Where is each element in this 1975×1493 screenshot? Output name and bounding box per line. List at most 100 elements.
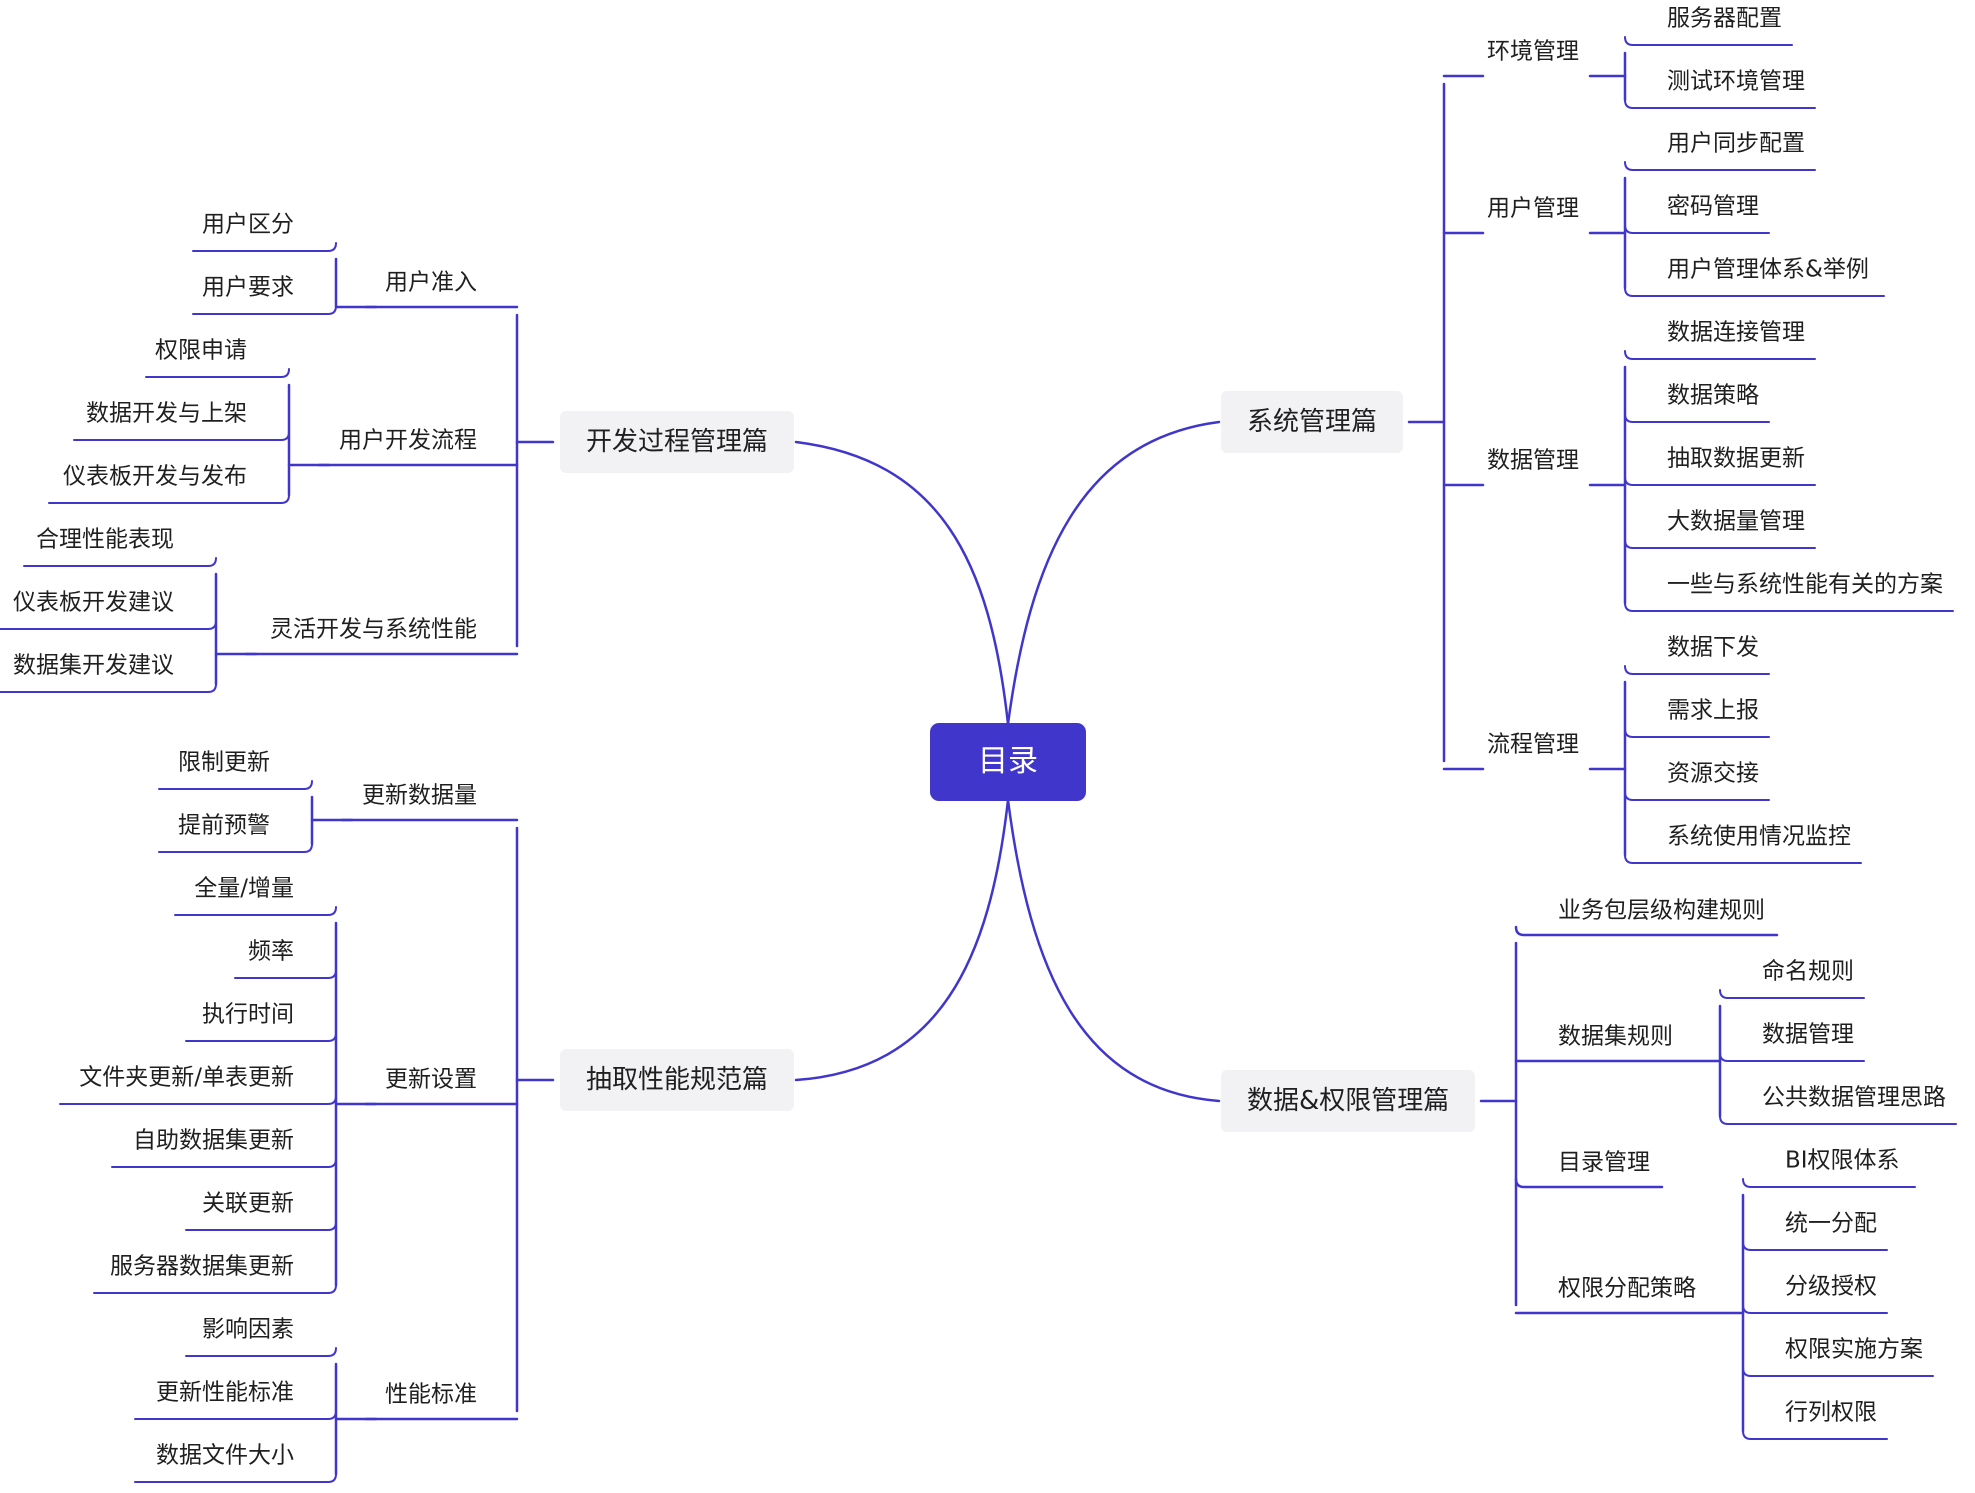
data-sub-3[interactable]: 权限分配策略 (1558, 1275, 1696, 1302)
perf-sub-0[interactable]: 更新数据量 (362, 782, 477, 809)
dev-sub-1[interactable]: 用户开发流程 (339, 427, 477, 454)
data-sub-0[interactable]: 业务包层级构建规则 (1558, 897, 1765, 924)
edge-root-perf (794, 798, 1010, 1082)
data-sub-2[interactable]: 目录管理 (1558, 1149, 1650, 1176)
data-leaf-3-4[interactable]: 行列权限 (1785, 1399, 1877, 1426)
perf-leaf-line-2-2 (134, 1473, 337, 1483)
sys-leaf-line-1-2 (1624, 287, 1885, 297)
data-leaf-line-3-4 (1742, 1430, 1888, 1440)
branch-system-management[interactable]: 系统管理篇 (1221, 391, 1404, 453)
perf-leaf-1-0[interactable]: 全量/增量 (194, 875, 294, 902)
sys-leaf-1-2[interactable]: 用户管理体系&举例 (1667, 256, 1869, 283)
data-leaf-3-0[interactable]: BI权限体系 (1785, 1147, 1900, 1174)
root-node[interactable]: 目录 (930, 723, 1086, 801)
perf-leaf-line-0-0 (158, 780, 313, 790)
edge-root-data (1006, 798, 1221, 1103)
perf-leaf-2-2[interactable]: 数据文件大小 (156, 1442, 294, 1469)
dev-sub-0[interactable]: 用户准入 (385, 269, 477, 296)
perf-leaf-0-0[interactable]: 限制更新 (178, 749, 270, 776)
data-leaf-3-1[interactable]: 统一分配 (1785, 1210, 1877, 1237)
perf-leaf-line-1-2 (185, 1032, 337, 1042)
perf-sub-1[interactable]: 更新设置 (385, 1066, 477, 1093)
dev-leaf-1-2[interactable]: 仪表板开发与发布 (63, 463, 247, 490)
perf-leaf-line-2-1 (134, 1410, 337, 1420)
sys-leaf-0-0[interactable]: 服务器配置 (1667, 5, 1782, 32)
dev-leaf-2-1[interactable]: 仪表板开发建议 (13, 589, 174, 616)
sys-leaf-3-0[interactable]: 数据下发 (1667, 634, 1759, 661)
data-leaf-3-3[interactable]: 权限实施方案 (1785, 1336, 1923, 1363)
data-leaf-line-3-0 (1742, 1178, 1916, 1188)
dev-leaf-0-1[interactable]: 用户要求 (202, 274, 294, 301)
branch-dev-process[interactable]: 开发过程管理篇 (559, 411, 794, 473)
sys-leaf-line-1-0 (1624, 161, 1816, 171)
sys-sub-3[interactable]: 流程管理 (1487, 731, 1579, 758)
data-leaf-line-1-2 (1719, 1115, 1957, 1125)
sys-leaf-1-0[interactable]: 用户同步配置 (1667, 130, 1805, 157)
sys-leaf-2-3[interactable]: 大数据量管理 (1667, 508, 1805, 535)
sys-leaf-3-3[interactable]: 系统使用情况监控 (1667, 823, 1851, 850)
dev-leaf-2-2[interactable]: 数据集开发建议 (13, 652, 174, 679)
sys-leaf-line-2-0 (1624, 350, 1816, 360)
sys-leaf-line-3-1 (1624, 728, 1770, 738)
sys-leaf-3-1[interactable]: 需求上报 (1667, 697, 1759, 724)
sys-leaf-line-2-1 (1624, 413, 1770, 423)
dev-leaf-1-1[interactable]: 数据开发与上架 (86, 400, 247, 427)
perf-leaf-1-1[interactable]: 频率 (248, 938, 294, 965)
sys-leaf-2-1[interactable]: 数据策略 (1667, 382, 1759, 409)
sys-leaf-line-2-3 (1624, 539, 1816, 549)
dev-sub-2[interactable]: 灵活开发与系统性能 (270, 616, 477, 643)
data-leaf-line-3-1 (1742, 1241, 1888, 1251)
perf-leaf-2-0[interactable]: 影响因素 (202, 1316, 294, 1343)
sys-sub-0[interactable]: 环境管理 (1487, 38, 1579, 65)
data-leaf-line-3-3 (1742, 1367, 1934, 1377)
perf-leaf-0-1[interactable]: 提前预警 (178, 812, 270, 839)
sys-leaf-3-2[interactable]: 资源交接 (1667, 760, 1759, 787)
sys-leaf-line-3-2 (1624, 791, 1770, 801)
dev-leaf-line-1-0 (145, 368, 290, 378)
perf-leaf-1-3[interactable]: 文件夹更新/单表更新 (79, 1064, 294, 1091)
perf-leaf-line-0-1 (158, 843, 313, 853)
data-sub-1[interactable]: 数据集规则 (1558, 1023, 1673, 1050)
perf-sub-2[interactable]: 性能标准 (385, 1381, 477, 1408)
perf-leaf-line-1-5 (185, 1221, 337, 1231)
sys-leaf-1-1[interactable]: 密码管理 (1667, 193, 1759, 220)
data-leaf-line-1-0 (1719, 989, 1865, 999)
dev-leaf-line-2-1 (0, 620, 217, 630)
branch-data-permission[interactable]: 数据&权限管理篇 (1221, 1070, 1476, 1132)
dev-leaf-line-0-1 (192, 305, 337, 315)
sys-sub-2[interactable]: 数据管理 (1487, 447, 1579, 474)
perf-leaf-1-5[interactable]: 关联更新 (202, 1190, 294, 1217)
data-leaf-line-3-2 (1742, 1304, 1888, 1314)
edge-data-sub-0 (1514, 925, 1779, 937)
sys-leaf-2-2[interactable]: 抽取数据更新 (1667, 445, 1805, 472)
dev-leaf-1-0[interactable]: 权限申请 (155, 337, 247, 364)
perf-leaf-1-6[interactable]: 服务器数据集更新 (110, 1253, 294, 1280)
sys-leaf-0-1[interactable]: 测试环境管理 (1667, 68, 1805, 95)
edge-data-sub-2 (1514, 1177, 1664, 1189)
dev-leaf-0-0[interactable]: 用户区分 (202, 211, 294, 238)
sys-leaf-2-4[interactable]: 一些与系统性能有关的方案 (1667, 571, 1943, 598)
sys-leaf-line-1-1 (1624, 224, 1770, 234)
perf-leaf-line-1-6 (93, 1284, 337, 1294)
data-leaf-line-1-1 (1719, 1052, 1865, 1062)
perf-leaf-line-1-1 (234, 969, 337, 979)
data-leaf-1-2[interactable]: 公共数据管理思路 (1762, 1084, 1946, 1111)
perf-leaf-2-1[interactable]: 更新性能标准 (156, 1379, 294, 1406)
dev-leaf-line-2-0 (23, 557, 217, 567)
data-leaf-1-0[interactable]: 命名规则 (1762, 958, 1854, 985)
edge-root-dev (794, 440, 1010, 726)
sys-leaf-2-0[interactable]: 数据连接管理 (1667, 319, 1805, 346)
dev-leaf-2-0[interactable]: 合理性能表现 (36, 526, 174, 553)
data-leaf-1-1[interactable]: 数据管理 (1762, 1021, 1854, 1048)
perf-leaf-1-4[interactable]: 自助数据集更新 (133, 1127, 294, 1154)
branch-extract-performance[interactable]: 抽取性能规范篇 (559, 1049, 794, 1111)
sys-leaf-line-0-0 (1624, 36, 1793, 46)
sys-sub-1[interactable]: 用户管理 (1487, 195, 1579, 222)
perf-leaf-line-1-3 (59, 1095, 337, 1105)
dev-leaf-line-0-0 (192, 242, 337, 252)
perf-leaf-line-1-4 (111, 1158, 337, 1168)
data-leaf-3-2[interactable]: 分级授权 (1785, 1273, 1877, 1300)
perf-leaf-1-2[interactable]: 执行时间 (202, 1001, 294, 1028)
